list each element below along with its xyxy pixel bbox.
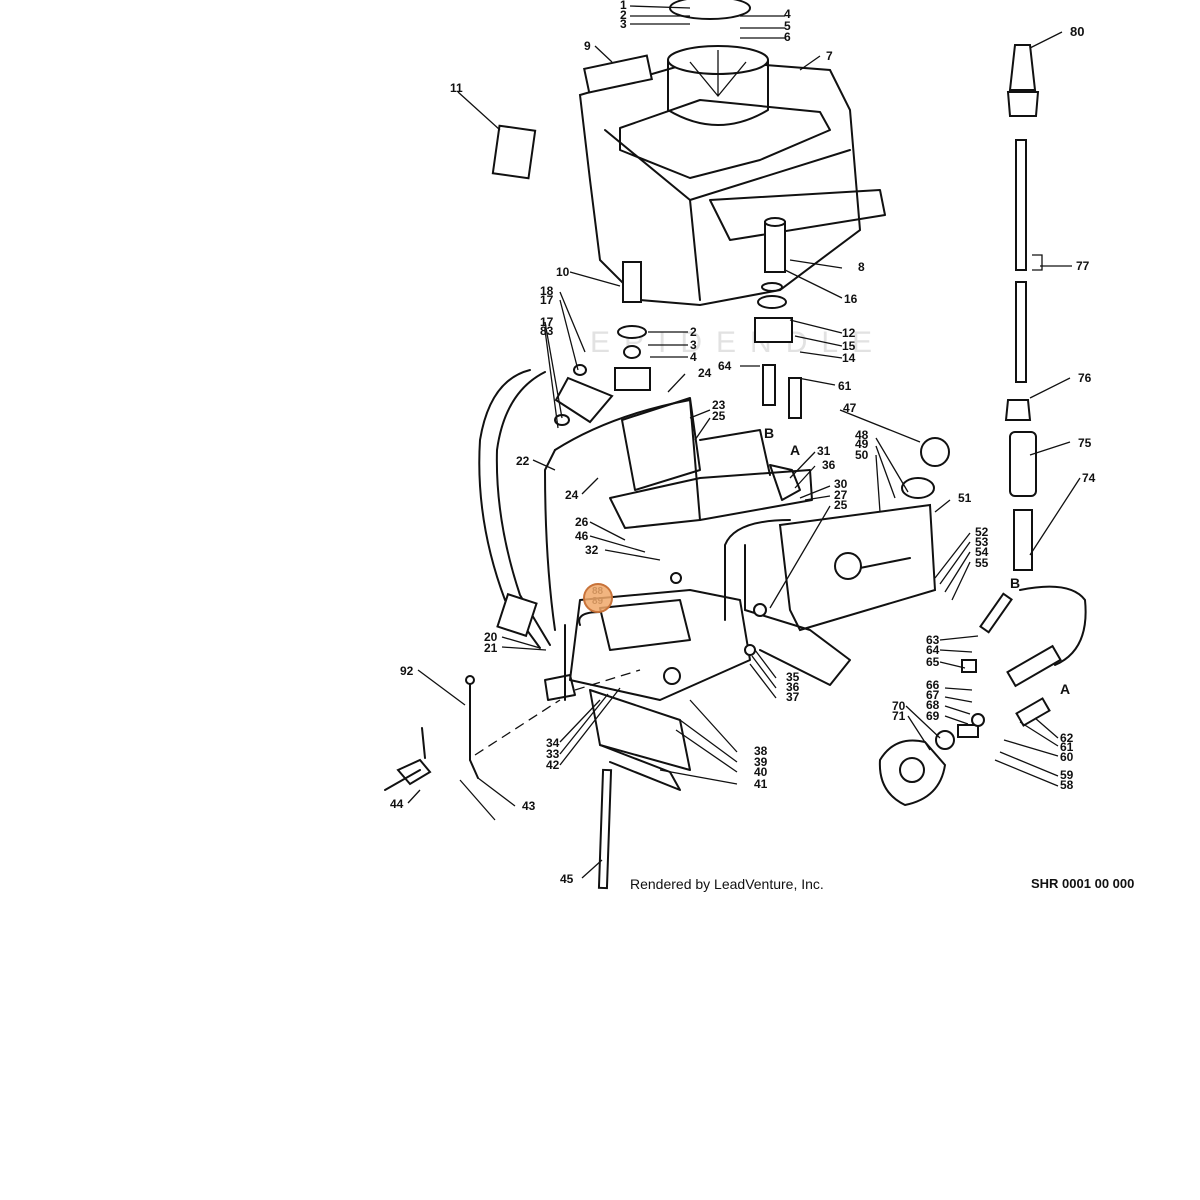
callout-49: 49 <box>855 437 869 451</box>
callout-24b: 24 <box>565 488 579 502</box>
callout-51: 51 <box>958 491 972 505</box>
callout-34: 34 <box>546 736 560 750</box>
callout-36b: 36 <box>786 680 800 694</box>
callout-75: 75 <box>1078 436 1092 450</box>
callout-16: 16 <box>844 292 858 306</box>
callout-53: 53 <box>975 535 989 549</box>
callout-39: 39 <box>754 755 768 769</box>
lower-parts-drawing <box>384 669 641 890</box>
callout-83: 83 <box>540 324 554 338</box>
strap-drawing <box>478 364 701 649</box>
callout-labels: 1 2 3 4 5 6 7 9 11 8 10 16 18 17 2 3 4 1… <box>390 0 1096 886</box>
callout-3b: 3 <box>690 338 697 352</box>
callout-2: 2 <box>620 8 627 22</box>
callout-64a: 64 <box>718 359 732 373</box>
credit-text: Rendered by LeadVenture, Inc. <box>630 876 824 892</box>
callout-60: 60 <box>1060 750 1074 764</box>
callout-12: 12 <box>842 326 856 340</box>
drawing-code: SHR 0001 00 000 <box>1031 876 1134 891</box>
callout-17a: 17 <box>540 293 554 307</box>
callout-32a: 32 <box>585 543 599 557</box>
callout-25b: 25 <box>834 498 848 512</box>
callout-21: 21 <box>484 641 498 655</box>
callout-B1: B <box>764 425 774 441</box>
callout-1: 1 <box>620 0 627 12</box>
callout-55: 55 <box>975 556 989 570</box>
callout-17b: 17 <box>540 315 554 329</box>
callout-66: 66 <box>926 678 940 692</box>
callout-45: 45 <box>560 872 574 886</box>
callout-64b: 64 <box>926 643 940 657</box>
callout-9: 9 <box>584 39 591 53</box>
callout-7: 7 <box>826 49 833 63</box>
callout-6: 6 <box>784 30 791 44</box>
callout-38: 38 <box>754 744 768 758</box>
callout-4b: 4 <box>690 350 697 364</box>
callout-4: 4 <box>784 7 791 21</box>
callout-67: 67 <box>926 688 940 702</box>
callout-74: 74 <box>1082 471 1096 485</box>
callout-92: 92 <box>400 664 414 678</box>
leader-lines <box>407 5 1081 879</box>
callout-46: 46 <box>575 529 589 543</box>
callout-48: 48 <box>855 428 869 442</box>
callout-70: 70 <box>892 699 906 713</box>
callout-63: 63 <box>926 633 940 647</box>
tank-drawing <box>491 0 886 307</box>
callout-2b: 2 <box>690 325 697 339</box>
callout-18: 18 <box>540 284 554 298</box>
callout-14: 14 <box>842 351 856 365</box>
callout-22: 22 <box>516 454 530 468</box>
callout-44: 44 <box>390 797 404 811</box>
callout-26: 26 <box>575 515 589 529</box>
callout-47: 47 <box>843 401 857 415</box>
callout-36a: 36 <box>822 458 836 472</box>
callout-B2: B <box>1010 575 1020 591</box>
callout-A1: A <box>790 442 800 458</box>
callout-43: 43 <box>522 799 536 813</box>
callout-20: 20 <box>484 630 498 644</box>
callout-40: 40 <box>754 765 768 779</box>
callout-24a: 24 <box>698 366 712 380</box>
callout-23: 23 <box>712 398 726 412</box>
callout-15: 15 <box>842 339 856 353</box>
callout-50: 50 <box>855 448 869 462</box>
callout-71: 71 <box>892 709 906 723</box>
callout-69: 69 <box>926 709 940 723</box>
callout-52: 52 <box>975 525 989 539</box>
callout-41: 41 <box>754 777 768 791</box>
callout-80: 80 <box>1070 24 1084 39</box>
callout-33: 33 <box>546 747 560 761</box>
callout-25a: 25 <box>712 409 726 423</box>
callout-58: 58 <box>1060 778 1074 792</box>
frame-drawing <box>544 397 937 791</box>
callout-35: 35 <box>786 670 800 684</box>
callout-37: 37 <box>786 690 800 704</box>
callout-42: 42 <box>546 758 560 772</box>
callout-27: 27 <box>834 488 848 502</box>
callout-77: 77 <box>1076 259 1090 273</box>
callout-5: 5 <box>784 19 791 33</box>
callout-68: 68 <box>926 698 940 712</box>
callout-62: 62 <box>1060 731 1074 745</box>
callout-65: 65 <box>926 655 940 669</box>
callout-10: 10 <box>556 265 570 279</box>
callout-61a: 61 <box>838 379 852 393</box>
callout-31: 31 <box>817 444 831 458</box>
callout-8: 8 <box>858 260 865 274</box>
callout-76: 76 <box>1078 371 1092 385</box>
callout-54: 54 <box>975 545 989 559</box>
callout-61b: 61 <box>1060 740 1074 754</box>
callout-A2: A <box>1060 681 1070 697</box>
callout-3: 3 <box>620 17 627 31</box>
callout-11: 11 <box>450 81 463 95</box>
hotspot-88-89[interactable] <box>583 583 613 613</box>
callout-59: 59 <box>1060 768 1074 782</box>
callout-30: 30 <box>834 477 848 491</box>
wand-drawing <box>878 44 1087 807</box>
